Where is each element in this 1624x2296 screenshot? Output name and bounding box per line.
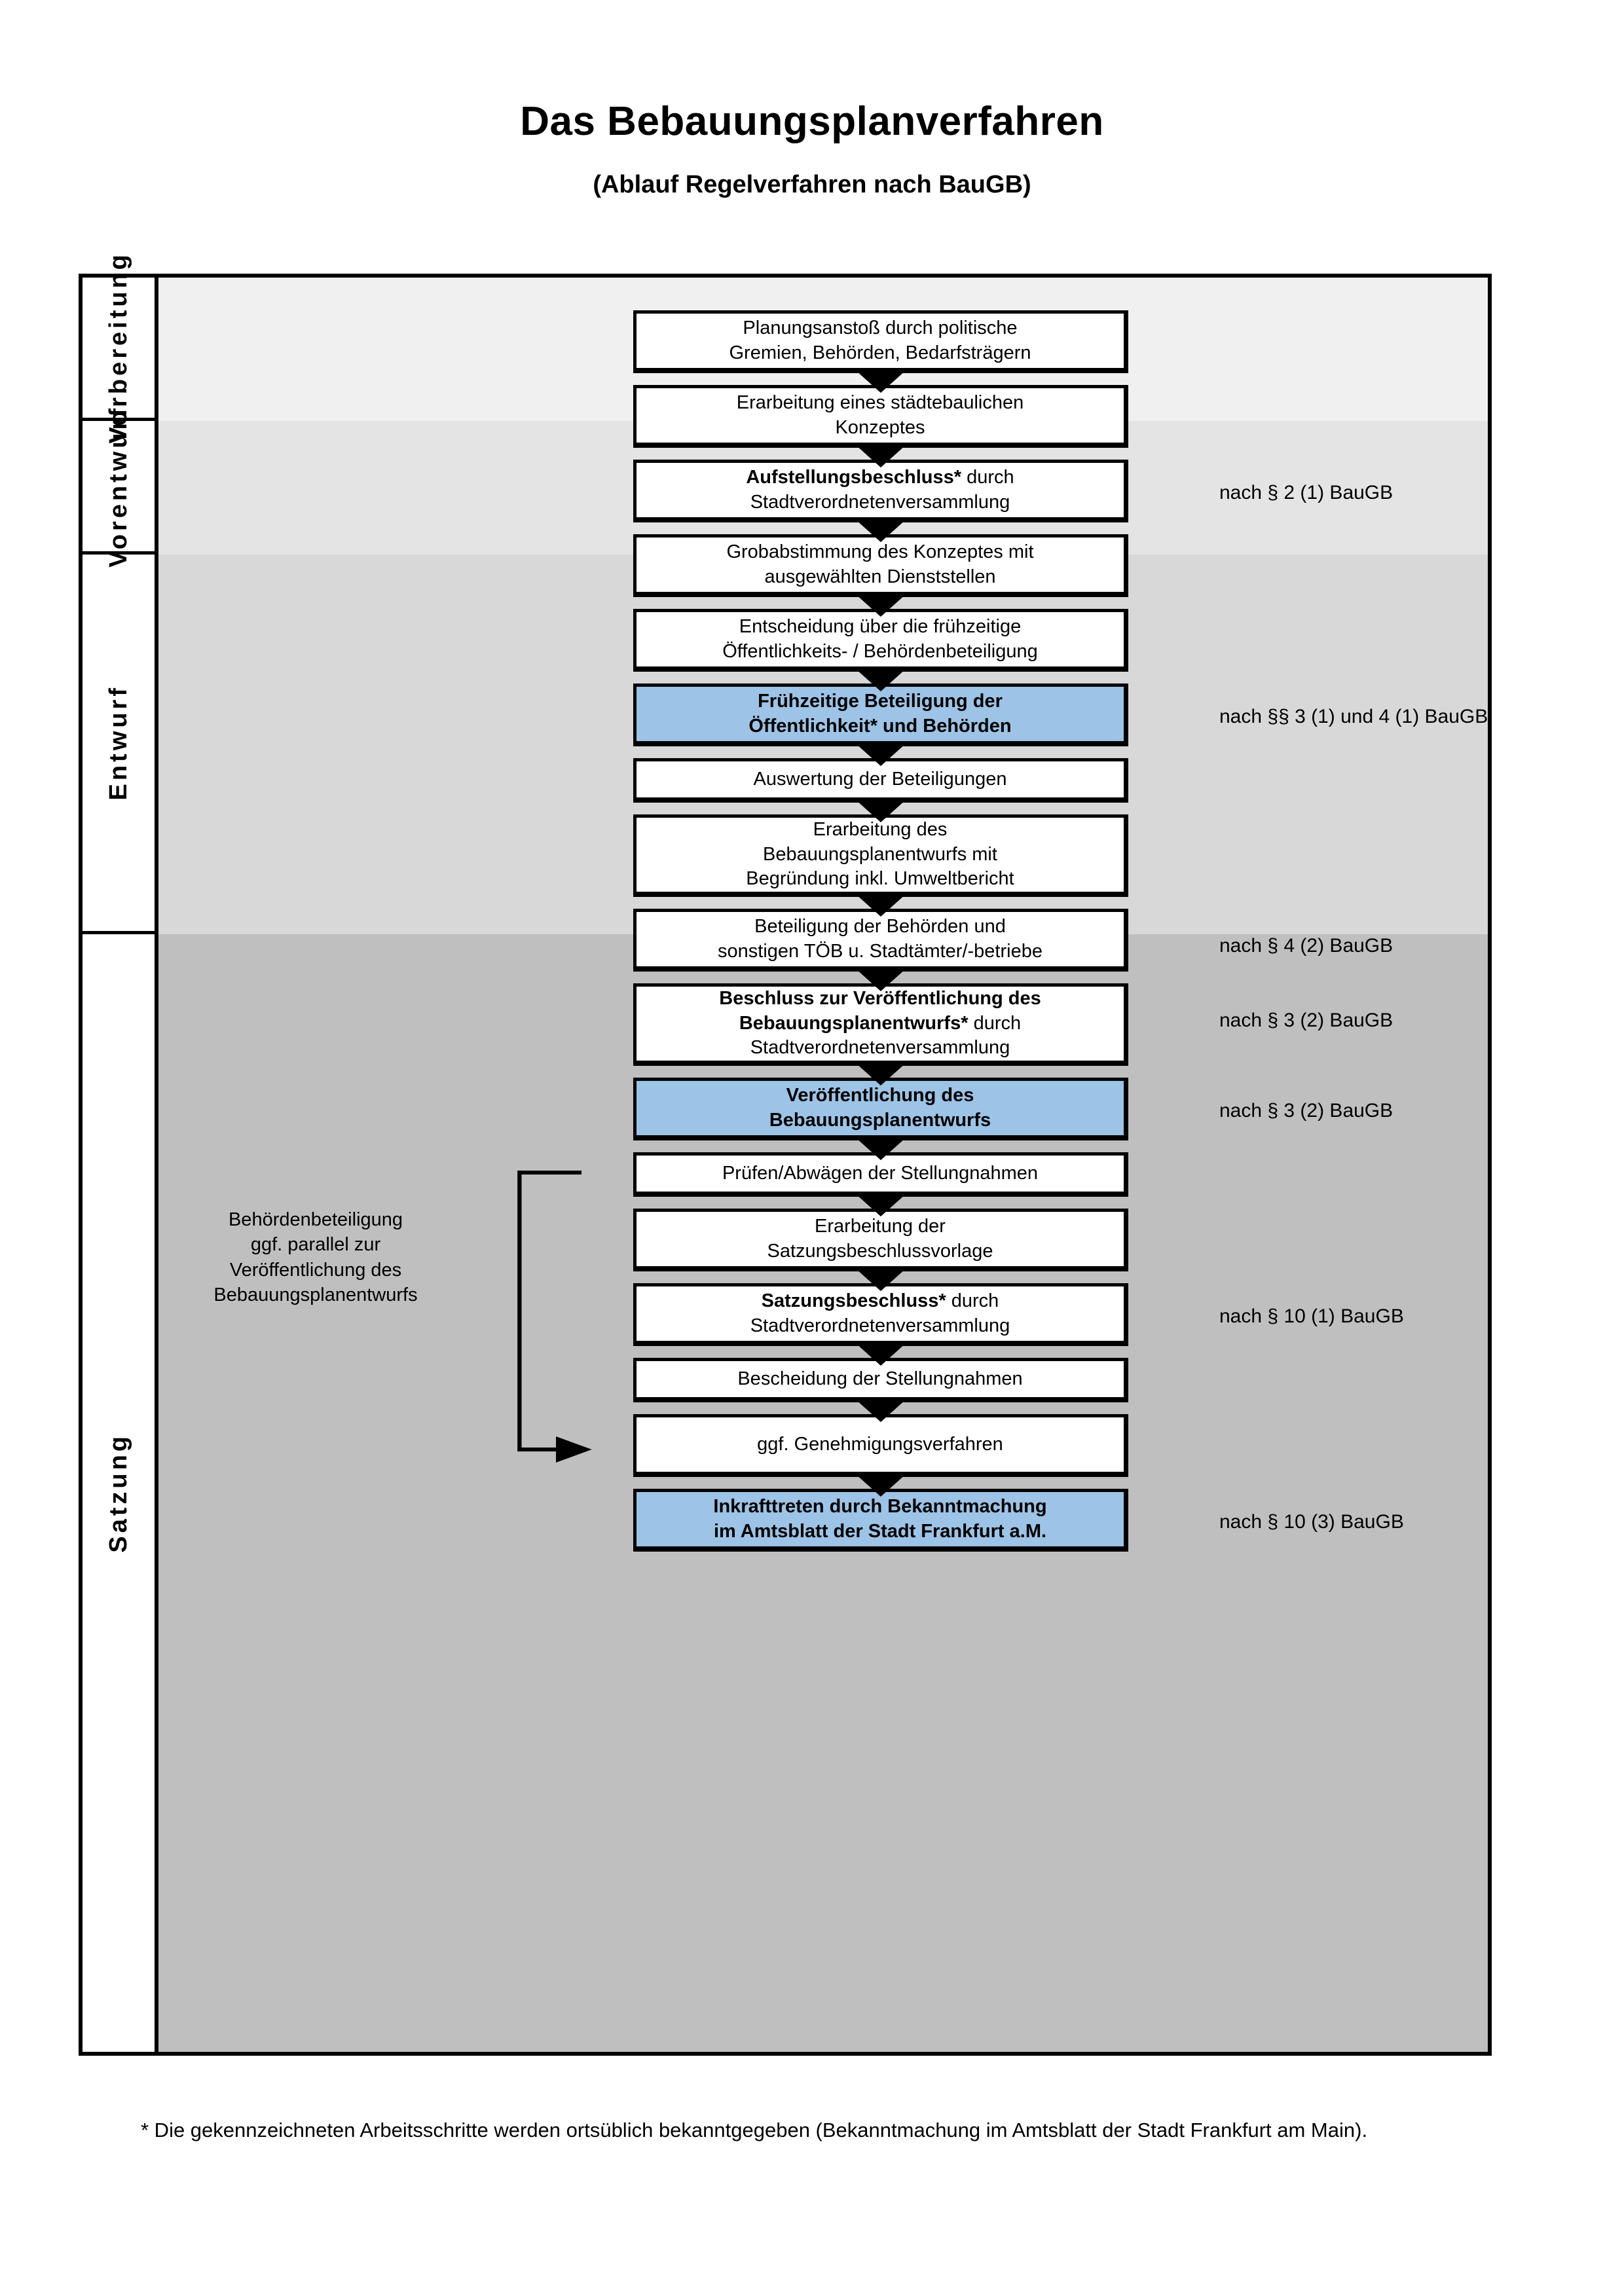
phase-cell-vorbereitung: Vorbereitung [83,251,155,444]
process-step-label: Bescheidung der Stellungnahmen [737,1368,1023,1389]
page-subtitle: (Ablauf Regelverfahren nach BauGB) [593,171,1031,198]
flow-arrow-down-icon [856,1269,906,1291]
ref-aufstellungsbeschluss: nach § 2 (1) BauGB [1219,482,1393,503]
ref-beschluss-veroeffentlichung: nach § 3 (2) BauGB [1219,1010,1393,1031]
flow-arrow-down-icon [856,520,906,542]
flow-arrow-down-icon [856,1138,906,1160]
phase-cell-entwurf: Entwurf [83,555,155,934]
flow-arrow-down-icon [856,669,906,691]
process-step-label: Auswertung der Beteiligungen [753,768,1007,790]
ref-fruehzeitige-beteiligung: nach §§ 3 (1) und 4 (1) BauGB [1219,706,1488,727]
process-step-genehmigungsverfahren[interactable]: ggf. Genehmigungsverfahren [633,1414,1128,1477]
ref-inkrafttreten: nach § 10 (3) BauGB [1219,1511,1404,1533]
flow-arrow-down-icon [856,894,906,917]
flow-arrow-down-icon [856,1400,906,1422]
flow-arrow-down-icon [856,800,906,822]
process-step-label: Prüfen/Abwägen der Stellungnahmen [722,1162,1039,1184]
phase-label-entwurf: Entwurf [104,685,132,801]
flow-arrow-down-icon [856,1343,906,1366]
flow-arrow-down-icon [856,744,906,766]
side-note-line: Veröffentlichung des [229,1259,402,1281]
footnote: * Die gekennzeichneten Arbeitsschritte w… [141,2119,1368,2141]
phase-cell-vorentwurf: Vorentwurf [83,405,155,567]
side-note-line: ggf. parallel zur [250,1234,381,1256]
ref-veroeffentlichung: nach § 3 (2) BauGB [1219,1100,1393,1121]
title-block: Das Bebauungsplanverfahren (Ablauf Regel… [0,98,1624,199]
flow-arrow-down-icon [856,1474,906,1497]
phase-cell-satzung: Satzung [83,934,155,2052]
phase-label-vorentwurf: Vorentwurf [104,405,132,568]
side-note-line: Behördenbeteiligung [228,1209,403,1230]
flow-arrow-down-icon [856,1194,906,1216]
flow-arrow-down-icon [856,445,906,467]
ref-behoerdenbeteiligung: nach § 4 (2) BauGB [1219,935,1393,957]
flow-arrow-down-icon [856,1063,906,1085]
flow-arrow-down-icon [856,594,906,617]
flow-arrow-down-icon [856,371,906,393]
side-note-line: Bebauungsplanentwurfs [213,1284,418,1305]
page-title: Das Bebauungsplanverfahren [520,99,1104,144]
flow-arrow-down-icon [856,969,906,991]
phase-label-satzung: Satzung [104,1433,132,1553]
process-step-label: ggf. Genehmigungsverfahren [757,1433,1003,1455]
ref-satzungsbeschluss: nach § 10 (1) BauGB [1219,1305,1404,1327]
